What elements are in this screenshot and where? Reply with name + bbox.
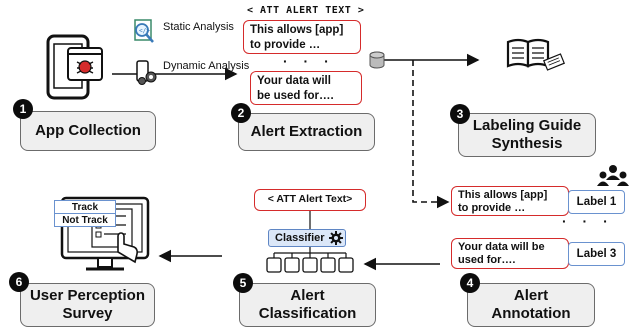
track-option: Track bbox=[54, 200, 116, 214]
stage-alert-annotation: Alert Annotation bbox=[467, 283, 595, 327]
step-number-4: 4 bbox=[460, 273, 480, 293]
smartphone-bug-icon bbox=[46, 34, 103, 100]
stage-labeling-guide-synthesis: Labeling Guide Synthesis bbox=[458, 113, 596, 157]
dynamic-analysis-icon bbox=[136, 60, 157, 85]
extracted-alert-2: Your data will be used for…. bbox=[250, 71, 362, 105]
att-alert-text-header: < ATT ALERT TEXT > bbox=[247, 5, 365, 16]
classifier-network bbox=[266, 211, 354, 273]
stage-app-collection-label: App Collection bbox=[35, 122, 141, 139]
database-icon bbox=[369, 51, 385, 69]
extraction-ellipsis: · · · bbox=[283, 53, 335, 69]
open-book-icon bbox=[506, 38, 565, 71]
static-analysis-label: Static Analysis bbox=[163, 21, 234, 33]
step-number-6: 6 bbox=[9, 272, 29, 292]
stage-labeling-guide-label: Labeling Guide Synthesis bbox=[472, 117, 582, 152]
classifier-label: Classifier bbox=[275, 232, 325, 244]
stage-app-collection: App Collection bbox=[20, 111, 156, 151]
label-1-tag: Label 1 bbox=[568, 190, 625, 214]
annotators-group-icon bbox=[597, 165, 629, 186]
track-option-label: Track bbox=[71, 201, 99, 213]
classifier-box: Classifier bbox=[268, 229, 346, 247]
dynamic-analysis-label: Dynamic Analysis bbox=[163, 60, 250, 72]
step-number-1: 1 bbox=[13, 99, 33, 119]
stage-user-perception-label: User Perception Survey bbox=[29, 287, 146, 322]
stage-alert-annotation-label: Alert Annotation bbox=[491, 287, 571, 322]
extracted-alert-1: This allows [app] to provide … bbox=[243, 20, 361, 54]
stage-alert-classification: Alert Classification bbox=[239, 283, 376, 327]
static-analysis-icon: </> bbox=[134, 19, 154, 43]
annotation-ellipsis: · · · bbox=[562, 213, 614, 229]
gear-icon bbox=[329, 231, 343, 245]
stage-alert-extraction: Alert Extraction bbox=[238, 113, 375, 151]
arrow-extraction-to-annotation bbox=[412, 60, 450, 209]
annotated-alert-2: Your data will be used for…. bbox=[451, 238, 569, 269]
step-number-2: 2 bbox=[231, 103, 251, 123]
stage-alert-extraction-label: Alert Extraction bbox=[250, 123, 363, 140]
stage-user-perception-survey: User Perception Survey bbox=[20, 283, 155, 327]
not-track-option-label: Not Track bbox=[62, 214, 108, 226]
classifier-input-alert: < ATT Alert Text> bbox=[254, 189, 366, 211]
svg-text:</>: </> bbox=[139, 28, 150, 35]
not-track-option: Not Track bbox=[54, 213, 116, 227]
step-number-5: 5 bbox=[233, 273, 253, 293]
step-number-3: 3 bbox=[450, 104, 470, 124]
label-3-tag: Label 3 bbox=[568, 242, 625, 266]
annotated-alert-1: This allows [app] to provide … bbox=[451, 186, 569, 216]
stage-alert-classification-label: Alert Classification bbox=[258, 287, 357, 322]
